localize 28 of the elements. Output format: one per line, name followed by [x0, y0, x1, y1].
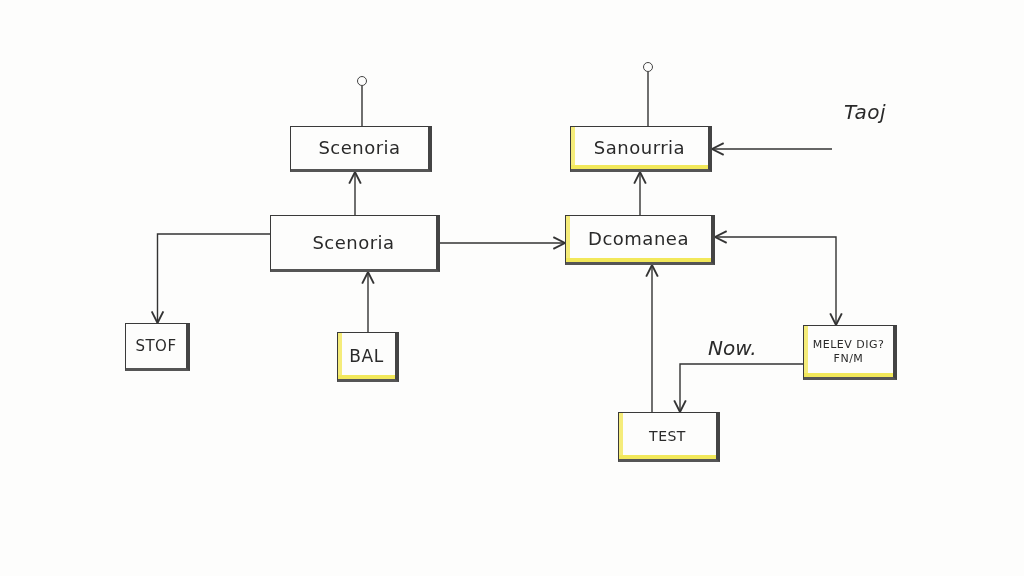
arrow: [348, 171, 362, 216]
node-label: STOF: [135, 337, 177, 355]
process-box: [337, 332, 399, 382]
process-box: [270, 215, 440, 272]
node-label: Dcomanea: [588, 228, 689, 250]
arrow: [439, 236, 566, 250]
node-label: Sanourria: [593, 137, 686, 159]
process-box: [570, 126, 712, 172]
process-box: [618, 412, 720, 462]
arrow: [711, 142, 833, 156]
node-label: MELEV DIG?FN/M: [811, 338, 886, 365]
arrow: [150, 233, 271, 324]
node-label: Scenoria: [318, 137, 401, 159]
arrow: [645, 264, 659, 413]
small-circle: [643, 62, 653, 72]
process-box: [803, 325, 897, 380]
arrow: [714, 230, 843, 326]
node-label: TEST: [649, 427, 686, 445]
process-box: [565, 215, 715, 265]
process-box: [125, 323, 190, 371]
small-circle: [357, 76, 367, 86]
arrow: [633, 171, 647, 216]
node-label: Taoj: [843, 100, 887, 124]
arrow: [673, 363, 804, 413]
process-box: [290, 126, 432, 172]
node-label: BAL: [349, 345, 384, 367]
node-label: Scenoria: [312, 231, 395, 254]
arrow: [361, 271, 375, 333]
